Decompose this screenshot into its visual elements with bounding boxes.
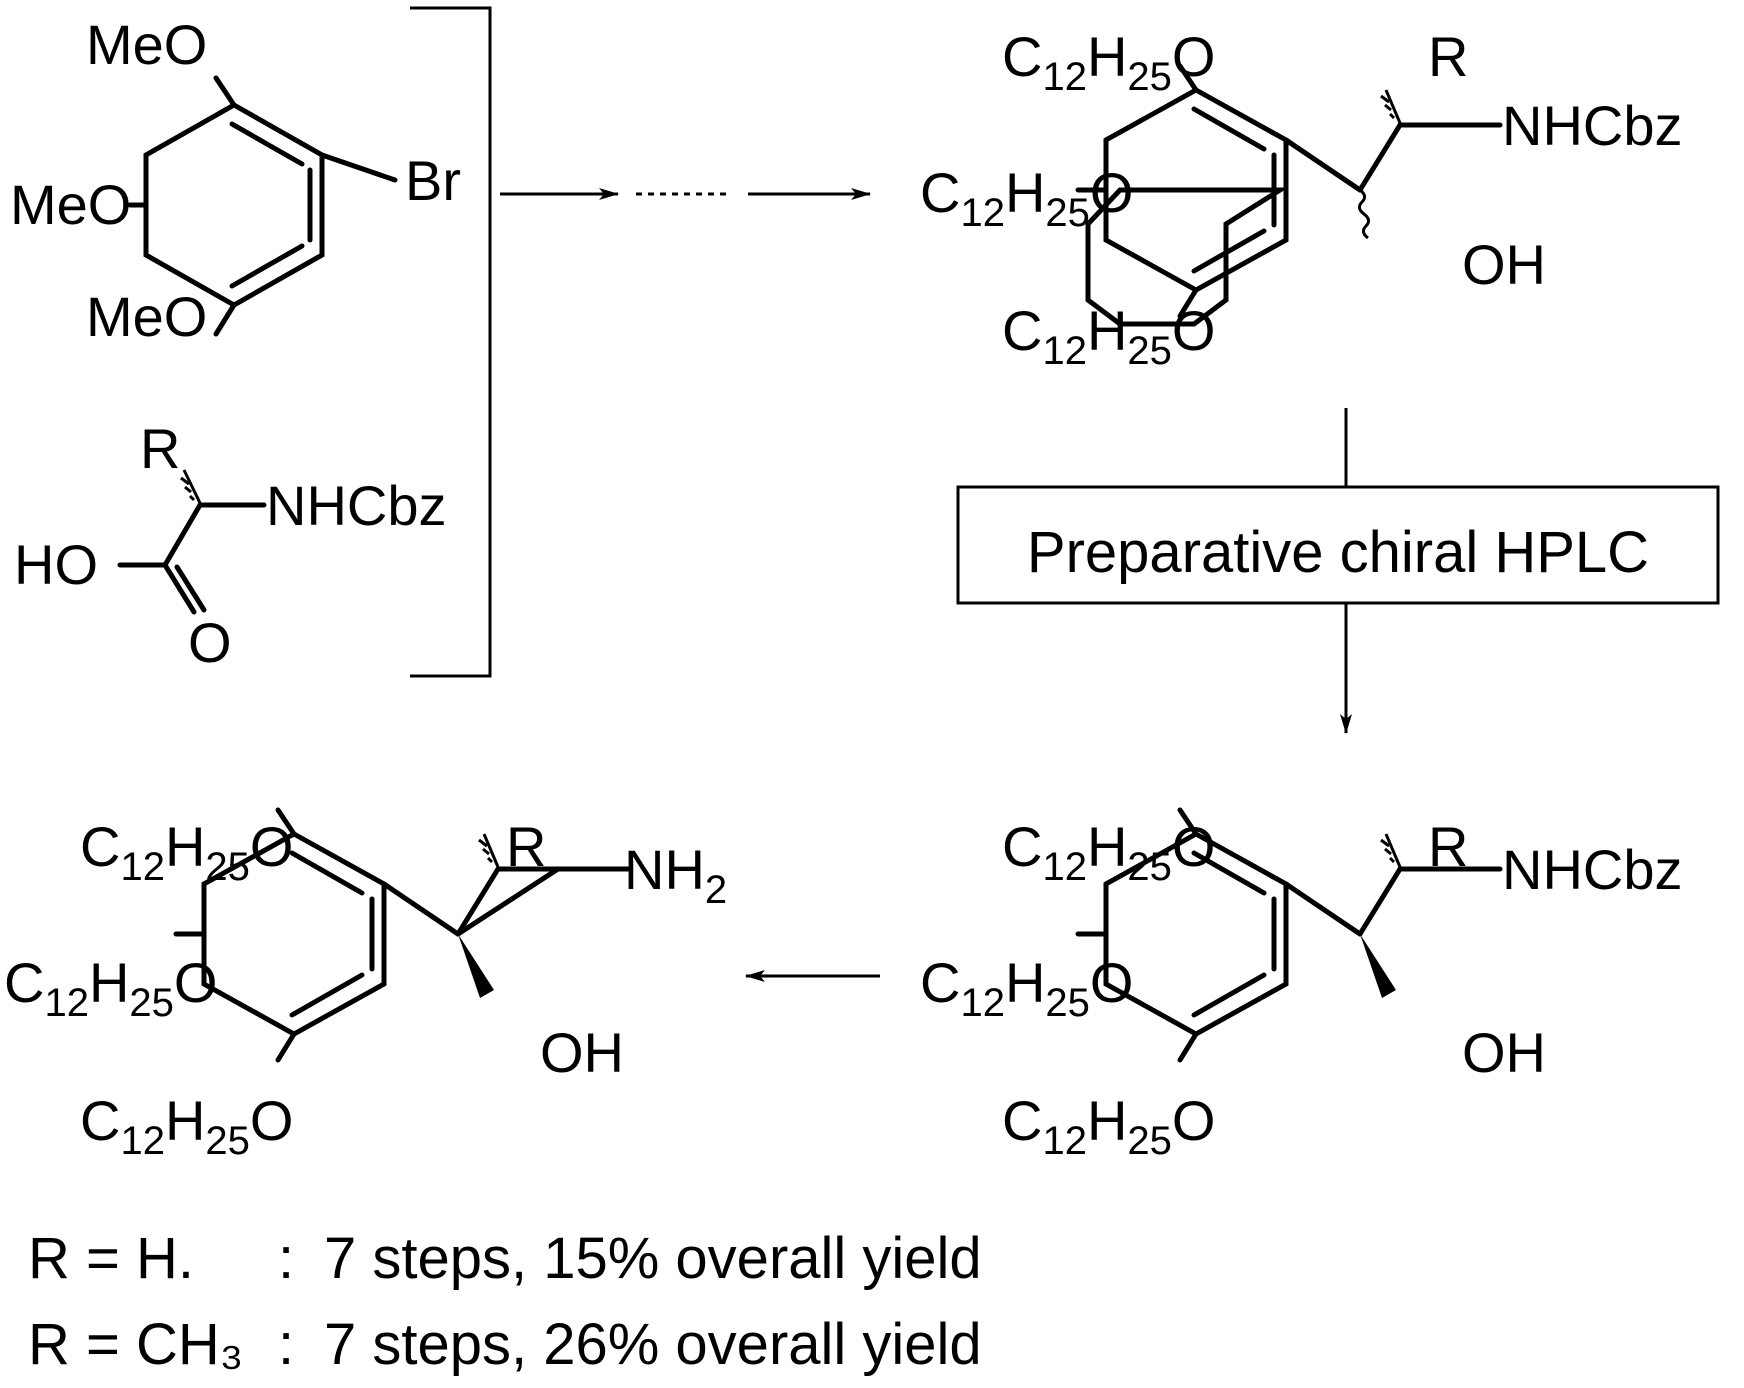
hydrogen-count: 25 xyxy=(205,845,250,889)
carbonyl-oxygen-label: O xyxy=(188,611,232,674)
r-label-resolved: R xyxy=(1428,815,1468,878)
hydrogen-count: 25 xyxy=(1045,981,1090,1025)
oxygen-symbol: O xyxy=(1172,25,1216,88)
oxygen-symbol: O xyxy=(250,815,294,878)
note-r-h-text: 7 steps, 15% overall yield xyxy=(324,1226,982,1291)
dodecyloxy-label-middle: C12H25O xyxy=(4,951,217,1025)
methoxy-label-top: MeO xyxy=(86,13,207,76)
carbon-count: 12 xyxy=(1042,845,1087,889)
nhcbz-label-resolved: NHCbz xyxy=(1502,838,1682,901)
hydrogen-symbol: H xyxy=(1087,25,1127,88)
carbon-count: 12 xyxy=(1042,329,1087,373)
hydrogen-symbol: H xyxy=(1005,951,1045,1014)
hydrogen-symbol: H xyxy=(1087,1089,1127,1152)
free-amino-alcohol: C12H25O C12H25O C12H25O R NH2 OH xyxy=(4,807,727,1163)
dodecyloxy-label-top: C12H25O xyxy=(1002,815,1215,889)
hplc-separation-step: Preparative chiral HPLC xyxy=(956,408,1720,734)
oxygen-symbol: O xyxy=(250,1089,294,1152)
hplc-label: Preparative chiral HPLC xyxy=(1027,520,1649,585)
r-label-free: R xyxy=(506,815,546,878)
note-r-ch3-text: 7 steps, 26% overall yield xyxy=(324,1312,982,1377)
nhcbz-label-racemic: NHCbz xyxy=(1502,94,1682,157)
carbon-count: 12 xyxy=(120,845,165,889)
dodecyloxy-label-bottom: C12H25O xyxy=(1002,299,1215,373)
hydrogen-count: 25 xyxy=(1127,1119,1172,1163)
dodecyloxy-label-top: C12H25O xyxy=(80,815,293,889)
carbon-symbol: C xyxy=(1002,815,1042,878)
methoxy-label-bottom: MeO xyxy=(86,285,207,348)
racemic-nhcbz-alcohol: C12H25O C12H25O C12H25O R NHCbz OH xyxy=(920,25,1682,373)
carbon-symbol: C xyxy=(1002,1089,1042,1152)
cbz-amino-acid: R NHCbz HO O xyxy=(14,417,446,674)
dodecyloxy-label-middle: C12H25O xyxy=(920,161,1133,235)
hydrogen-symbol: H xyxy=(1005,161,1045,224)
nhcbz-label-acid: NHCbz xyxy=(266,474,446,537)
hydrogen-symbol: H xyxy=(1087,299,1127,362)
bromo-label: Br xyxy=(405,149,461,212)
oxygen-symbol: O xyxy=(1172,815,1216,878)
r-label-acid: R xyxy=(140,417,180,480)
carbon-count: 12 xyxy=(1042,1119,1087,1163)
dodecyloxy-label-bottom: C12H25O xyxy=(1002,1089,1215,1163)
oxygen-symbol: O xyxy=(1090,951,1134,1014)
oxygen-symbol: O xyxy=(1172,1089,1216,1152)
note-separator-1: : xyxy=(278,1226,294,1291)
yield-notes: R = H. : 7 steps, 15% overall yield R = … xyxy=(28,1226,982,1377)
carbon-count: 12 xyxy=(960,981,1005,1025)
carbon-symbol: C xyxy=(1002,299,1042,362)
hydroxyl-label-racemic: OH xyxy=(1462,233,1546,296)
carbon-count: 12 xyxy=(1042,55,1087,99)
carbon-symbol: C xyxy=(80,815,120,878)
hydrogen-count: 25 xyxy=(129,981,174,1025)
carbon-count: 12 xyxy=(44,981,89,1025)
methoxy-label-middle: MeO xyxy=(10,173,131,236)
dodecyloxy-label-middle: C12H25O xyxy=(920,951,1133,1025)
note-r-h-label: R = H. xyxy=(28,1226,194,1291)
reactant-bracket xyxy=(410,6,492,678)
carbon-symbol: C xyxy=(80,1089,120,1152)
hydrogen-count: 25 xyxy=(1127,845,1172,889)
dodecyloxy-label-top: C12H25O xyxy=(1002,25,1215,99)
hydrogen-symbol: H xyxy=(1087,815,1127,878)
carbon-count: 12 xyxy=(120,1119,165,1163)
carbon-symbol: C xyxy=(4,951,44,1014)
oxygen-symbol: O xyxy=(1172,299,1216,362)
oxygen-symbol: O xyxy=(1090,161,1134,224)
hydroxyl-label-resolved: OH xyxy=(1462,1021,1546,1084)
note-r-ch3-label: R = CH₃ xyxy=(28,1312,243,1377)
hydrogen-symbol: H xyxy=(165,1089,205,1152)
r-label-racemic: R xyxy=(1428,25,1468,88)
bromo-trimethoxybenzene: MeO MeO MeO Br xyxy=(10,13,461,348)
oxygen-symbol: O xyxy=(174,951,218,1014)
carbon-symbol: C xyxy=(1002,25,1042,88)
hydrogen-symbol: H xyxy=(89,951,129,1014)
resolved-nhcbz-alcohol: C12H25O C12H25O C12H25O R NHCbz OH xyxy=(920,807,1682,1163)
carbon-symbol: C xyxy=(920,951,960,1014)
hydrogen-count: 25 xyxy=(1127,329,1172,373)
dodecyloxy-label-bottom: C12H25O xyxy=(80,1089,293,1163)
hplc-box xyxy=(956,485,1720,605)
hydrogen-symbol: H xyxy=(165,815,205,878)
hydrogen-count: 25 xyxy=(205,1119,250,1163)
note-separator-2: : xyxy=(278,1312,294,1377)
carbon-symbol: C xyxy=(920,161,960,224)
carbon-count: 12 xyxy=(960,191,1005,235)
nh-symbol: NH xyxy=(624,838,705,901)
hydroxyl-label-free: OH xyxy=(540,1021,624,1084)
amine-label: NH2 xyxy=(624,838,727,912)
amine-h-count: 2 xyxy=(705,868,727,912)
hydrogen-count: 25 xyxy=(1127,55,1172,99)
hydrogen-count: 25 xyxy=(1045,191,1090,235)
hydroxyl-label-acid: HO xyxy=(14,533,98,596)
